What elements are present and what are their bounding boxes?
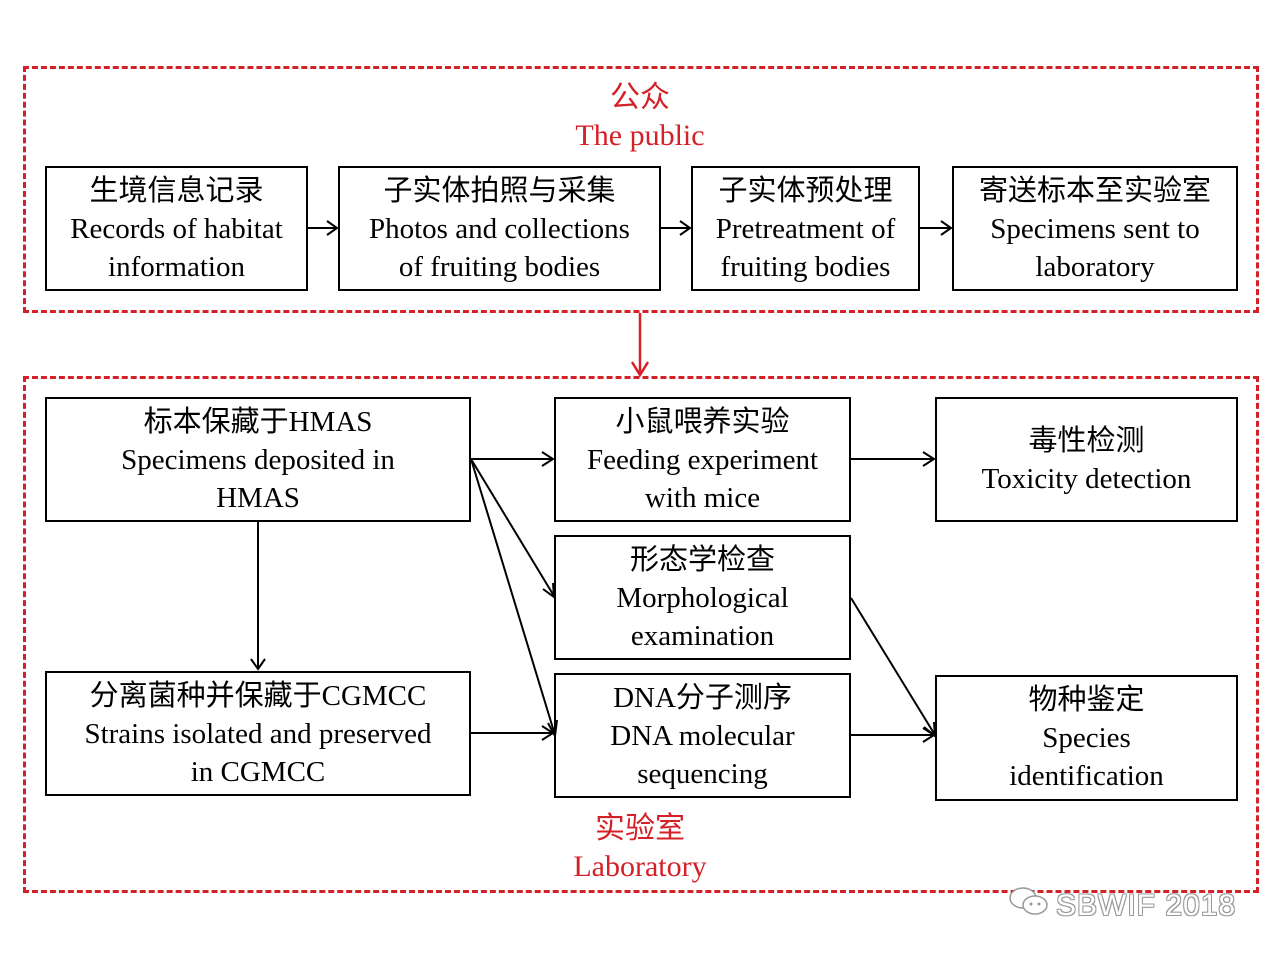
node-zh: 标本保藏于HMAS xyxy=(143,405,373,438)
public-title-en: The public xyxy=(575,119,705,152)
node-zh: 物种鉴定 xyxy=(1028,684,1145,716)
step-en-line: of fruiting bodies xyxy=(398,250,601,283)
node-zh: 分离菌种并保藏于CGMCC xyxy=(89,679,427,712)
node-zh: 小鼠喂养实验 xyxy=(615,405,790,438)
step-photos-collections: 子实体拍照与采集 Photos and collections of fruit… xyxy=(338,166,661,291)
public-title-zh: 公众 xyxy=(610,81,670,114)
public-region xyxy=(23,66,1259,313)
step-en-line: fruiting bodies xyxy=(720,250,891,283)
node-en-line: HMAS xyxy=(216,481,300,514)
watermark-text: SBWIF 2018 xyxy=(1056,889,1237,922)
arrowhead xyxy=(630,361,650,378)
wechat-icon xyxy=(1008,885,1050,927)
node-hmas-deposit: 标本保藏于HMAS Specimens deposited in HMAS xyxy=(45,397,471,522)
node-zh: 毒性检测 xyxy=(1028,424,1145,457)
node-feeding-experiment: 小鼠喂养实验 Feeding experiment with mice xyxy=(554,397,851,522)
step-zh: 寄送标本至实验室 xyxy=(978,174,1211,207)
step-pretreatment: 子实体预处理 Pretreatment of fruiting bodies xyxy=(691,166,920,291)
node-en-line: examination xyxy=(630,619,775,652)
node-en-line: Species xyxy=(1042,722,1131,754)
node-zh: DNA分子测序 xyxy=(613,681,792,714)
node-en-line: Strains isolated and preserved xyxy=(84,717,432,750)
laboratory-title-en: Laboratory xyxy=(573,850,707,883)
step-zh: 子实体预处理 xyxy=(718,174,893,207)
step-en-line: laboratory xyxy=(1035,250,1155,283)
node-morphological-examination: 形态学检查 Morphological examination xyxy=(554,535,851,660)
node-dna-sequencing: DNA分子测序 DNA molecular sequencing xyxy=(554,673,851,798)
laboratory-region-title: 实验室 Laboratory xyxy=(440,810,840,886)
step-en-line: information xyxy=(108,250,245,283)
node-toxicity-detection: 毒性检测 Toxicity detection xyxy=(935,397,1238,522)
node-en-line: with mice xyxy=(644,481,761,514)
step-en-line: Pretreatment of xyxy=(715,212,896,245)
node-en-line: in CGMCC xyxy=(190,755,326,788)
step-en-line: Records of habitat xyxy=(70,212,283,245)
step-zh: 子实体拍照与采集 xyxy=(383,174,616,207)
step-habitat-records: 生境信息记录 Records of habitat information xyxy=(45,166,308,291)
node-en-line: Toxicity detection xyxy=(981,462,1192,495)
step-specimens-sent: 寄送标本至实验室 Specimens sent to laboratory xyxy=(952,166,1238,291)
step-en-line: Photos and collections xyxy=(369,212,630,245)
laboratory-region xyxy=(23,376,1259,893)
node-en-line: DNA molecular xyxy=(610,719,795,752)
laboratory-title-zh: 实验室 xyxy=(595,812,685,845)
watermark: SBWIF 2018 xyxy=(1008,885,1236,927)
node-en-line: identification xyxy=(1009,760,1164,792)
node-en-line: Specimens deposited in xyxy=(121,443,395,476)
public-region-title: 公众 The public xyxy=(440,79,840,155)
node-zh: 形态学检查 xyxy=(629,543,775,576)
node-en-line: sequencing xyxy=(637,757,768,790)
node-en-line: Morphological xyxy=(616,581,789,614)
node-cgmcc-strains: 分离菌种并保藏于CGMCC Strains isolated and prese… xyxy=(45,671,471,796)
step-en-line: Specimens sent to xyxy=(990,212,1200,245)
node-en-line: Feeding experiment xyxy=(586,443,819,476)
step-zh: 生境信息记录 xyxy=(89,174,264,207)
node-species-identification: 物种鉴定 Species identification xyxy=(935,675,1238,801)
